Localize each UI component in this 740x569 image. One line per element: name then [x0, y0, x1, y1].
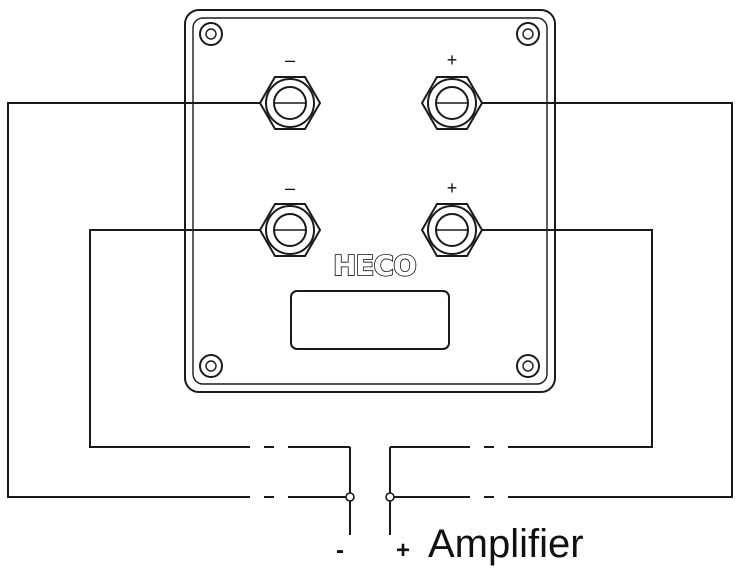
wire-inner-loop: [89, 229, 653, 448]
junction-dot-plus: [385, 492, 395, 502]
binding-post-top-right[interactable]: [420, 76, 484, 130]
binding-post-bottom-right[interactable]: [420, 203, 484, 257]
amplifier-plus-sign: +: [396, 537, 410, 564]
wire-outer-loop: [7, 102, 733, 498]
binding-post-bottom-left[interactable]: [258, 203, 322, 257]
heco-logo: HECO: [333, 249, 416, 282]
mounting-screw-bottom-left: [199, 354, 223, 378]
mounting-screw-bottom-right: [516, 354, 540, 378]
amplifier-leads: [345, 447, 395, 535]
junction-dot-minus: [345, 492, 355, 502]
terminal-plate: [184, 9, 556, 393]
polarity-sign-bottom-left: –: [285, 178, 295, 198]
mounting-screw-top-left: [199, 22, 223, 46]
label-plate: [290, 290, 450, 350]
binding-post-top-left[interactable]: [258, 76, 322, 130]
amplifier-label: Amplifier: [428, 522, 584, 566]
polarity-sign-top-left: –: [285, 50, 295, 70]
polarity-sign-top-right: +: [447, 50, 458, 70]
mounting-screw-top-right: [516, 22, 540, 46]
amplifier-minus-sign: -: [336, 537, 344, 564]
polarity-sign-bottom-right: +: [447, 178, 458, 198]
